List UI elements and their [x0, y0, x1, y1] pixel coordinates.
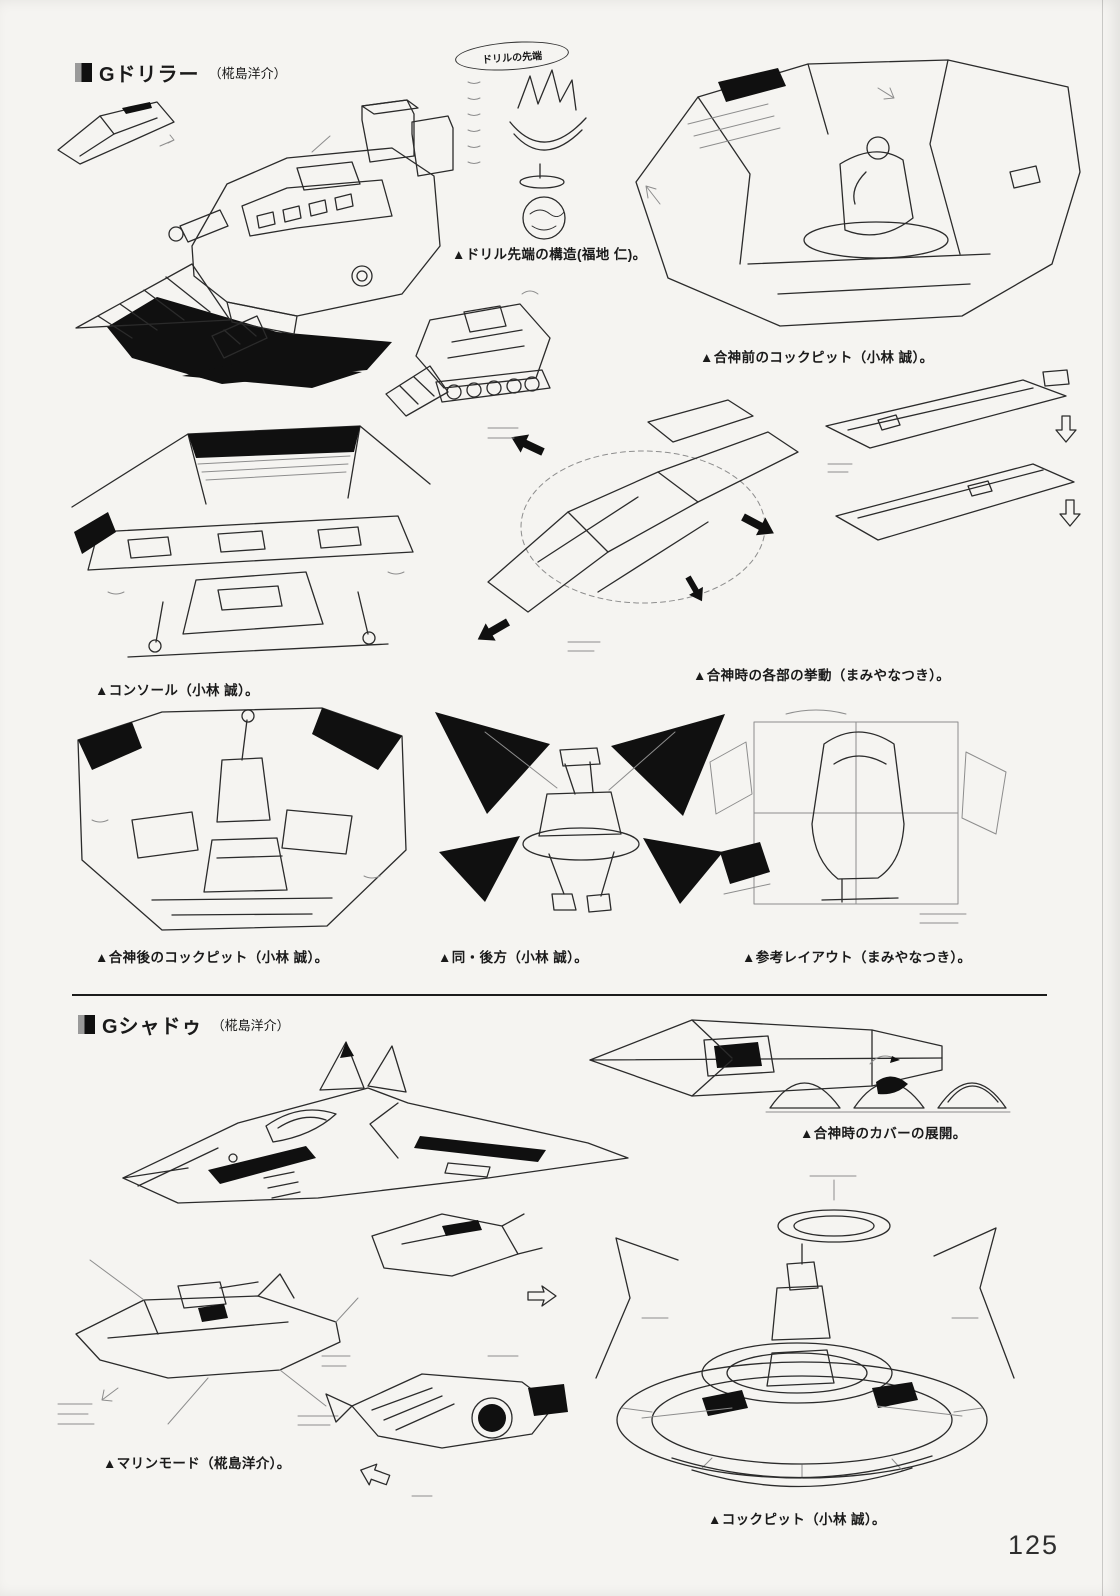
- section-marker-icon: [75, 63, 92, 82]
- jet-top-view-drawing: [572, 1002, 957, 1114]
- caption-console: ▲コンソール（小林 誠）。: [95, 683, 260, 698]
- caption-cockpit-before: ▲合神前のコックピット（小林 誠）。: [700, 350, 934, 365]
- caption-parts-movement: ▲合神時の各部の挙動（まみやなつき）。: [693, 668, 951, 683]
- jet-drawing: [68, 1028, 653, 1243]
- section-divider: [72, 994, 1047, 996]
- scan-edge-line: [1102, 0, 1103, 1596]
- marine-mode-drawing: [48, 1238, 373, 1448]
- drill-tip-diagram-drawing: [448, 66, 618, 246]
- nose-sketch-drawing: [52, 88, 187, 183]
- caption-drill-tip: ▲ドリル先端の構造(福地 仁)。: [452, 247, 647, 262]
- side-panels-drawing: [818, 368, 1086, 580]
- section-header-g-shadow: Gシャドゥ （椛島洋介）: [78, 1010, 290, 1039]
- section-marker-icon: [78, 1015, 95, 1034]
- circular-cockpit-drawing: [582, 1168, 1027, 1506]
- cockpit-after-drawing: [72, 700, 412, 938]
- cockpit-before-drawing: [628, 52, 1086, 342]
- canopy-covers-drawing: [762, 1052, 1014, 1122]
- caption-reference-layout: ▲参考レイアウト（まみやなつき）。: [742, 950, 972, 965]
- note-text: ドリルの先端: [481, 50, 543, 66]
- mid-sketches-drawing: [292, 1196, 584, 1508]
- section-credit: （椛島洋介）: [211, 1018, 290, 1033]
- section-title: Gシャドゥ: [102, 1016, 203, 1038]
- reference-layout-drawing: [690, 702, 1030, 938]
- rear-view-drawing: [425, 702, 737, 938]
- section-title: Gドリラー: [99, 64, 200, 86]
- console-drawing: [68, 412, 438, 670]
- caption-cockpit-after: ▲合神後のコックピット（小林 誠）。: [95, 950, 329, 965]
- small-drill-tank-drawing: [372, 282, 567, 422]
- parts-movement-drawing: [448, 392, 820, 660]
- caption-cockpit: ▲コックピット（小林 誠）。: [708, 1512, 886, 1527]
- section-credit: （椛島洋介）: [208, 66, 287, 81]
- section-header-g-driller: Gドリラー （椛島洋介）: [75, 58, 287, 87]
- caption-cover-deploy: ▲合神時のカバーの展開。: [800, 1126, 967, 1141]
- caption-marine-mode: ▲マリンモード（椛島洋介）。: [103, 1456, 291, 1471]
- caption-rear-view: ▲同・後方（小林 誠）。: [438, 950, 589, 965]
- drill-tank-drawing: [62, 92, 457, 407]
- page-number: 125: [1008, 1530, 1060, 1560]
